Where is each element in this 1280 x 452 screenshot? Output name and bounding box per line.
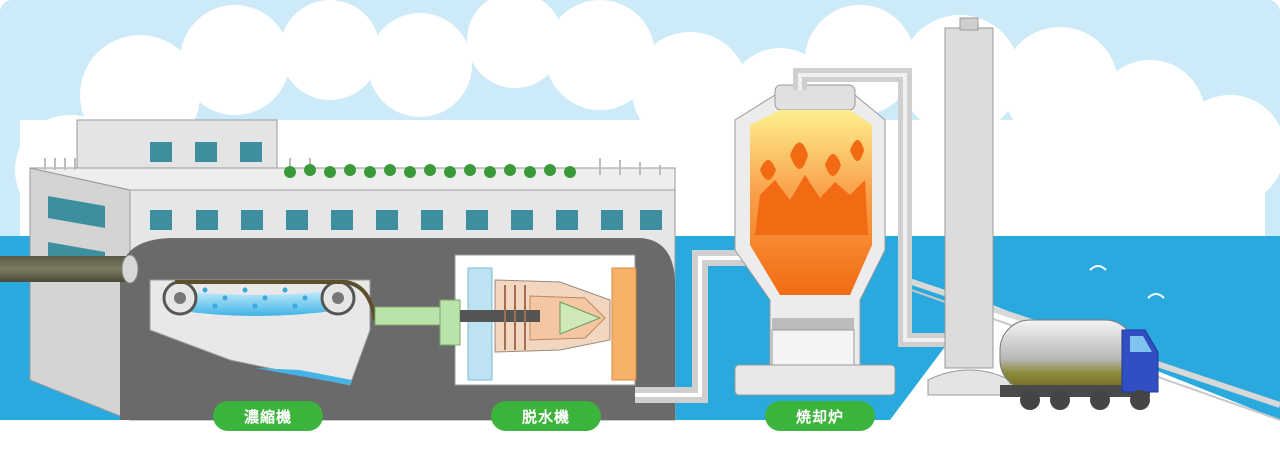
inlet-pipe [0, 256, 130, 282]
chimney [927, 17, 1011, 396]
truck-icon [999, 319, 1159, 410]
flame-icon [755, 140, 868, 235]
wave-icon [1089, 265, 1107, 271]
thickener-label: 濃縮機 [213, 401, 323, 431]
sludge-pipe [374, 306, 446, 326]
wave-icon [1147, 293, 1165, 299]
thickener-unit [149, 279, 377, 386]
incinerator-label: 焼却炉 [765, 401, 875, 431]
dehydrator-label: 脱水機 [491, 401, 601, 431]
dehydrator-unit [439, 254, 637, 386]
incinerator-unit [734, 84, 896, 396]
water-drop-icon [202, 287, 308, 309]
